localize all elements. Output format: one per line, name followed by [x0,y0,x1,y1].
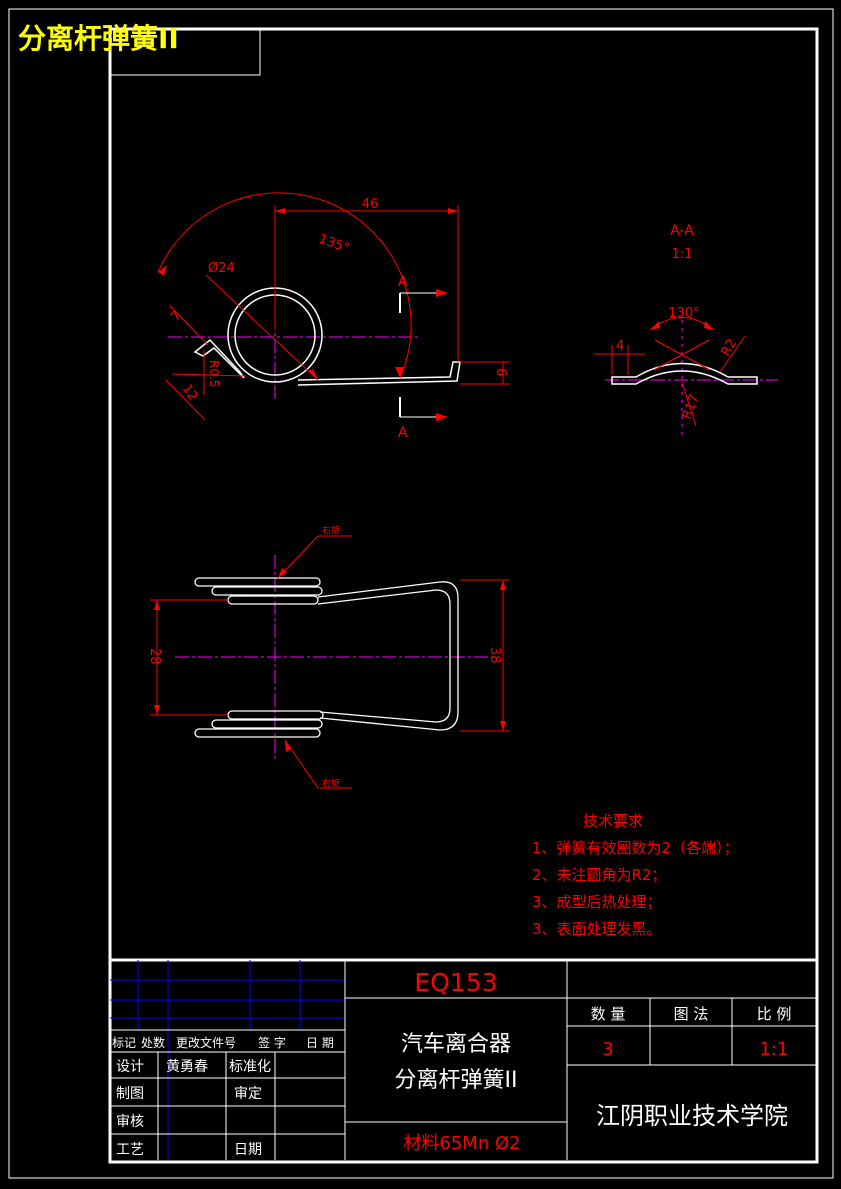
dim-28: 28 [147,648,162,665]
section-angle: 130° [668,306,699,321]
label-process: 工艺 [116,1142,144,1158]
section-mark-bottom: A [398,425,408,441]
sheet-title: 分离杆弹簧II [18,22,179,55]
dim-diameter: Ø24 [208,261,235,276]
dim-38: 38 [487,647,502,664]
dim-7: 7 [168,308,184,324]
dim-4: 4 [616,339,624,354]
label-design: 设计 [116,1059,144,1075]
outer-border [8,8,834,1179]
label-standard: 标准化 [229,1059,271,1075]
spring-leg [193,338,245,379]
scale-value: 1:1 [760,1039,789,1060]
leader-diameter [205,274,319,381]
front-view: 46 135° Ø24 7 R0.5 12 6 A A [157,192,510,441]
section-mark-top: A [398,274,408,290]
coil-top-2 [211,586,323,596]
tech-item-3: 3、成型后热处理； [532,893,662,911]
tech-heading: 技术要求 [583,812,643,830]
section-scale: 1:1 [672,247,693,262]
drawing-frame [108,27,819,1164]
tech-requirements: 技术要求 1、弹簧有效圈数为2（各端）； 2、未注圆角为R2； 3、成型后热处理… [532,812,739,938]
section-view: A-A 1:1 130° 4 R2 R17 [594,223,778,435]
dim-r2: R2 [718,337,740,359]
section-title: A-A [670,223,694,239]
top-view: 28 38 右旋 右旋 [147,524,510,789]
dim-6: 6 [493,368,508,376]
section-profile [611,362,758,385]
part-name-line2: 分离杆弹簧II [395,1068,518,1093]
rev-hdr-doc: 更改文件号 [176,1035,236,1050]
winding-label-bottom: 右旋 [322,777,340,789]
quantity-value: 3 [602,1039,613,1060]
coil-top-1 [194,577,321,587]
tech-item-1: 1、弹簧有效圈数为2（各端）； [532,839,739,857]
coil-bot-3 [194,728,321,738]
dim-angle: 135° [317,232,352,257]
tech-item-4: 3、表面处理发黑。 [532,920,662,938]
hdr-scale: 比 例 [757,1005,792,1023]
spring-arm [297,361,461,386]
winding-label-top: 右旋 [322,524,340,536]
corner-box [110,29,261,76]
designer-name: 黄勇春 [166,1058,208,1075]
rev-hdr-sign: 签 字 [258,1035,286,1050]
label-draw: 制图 [116,1086,144,1102]
school-name: 江阴职业技术学院 [596,1102,788,1130]
angle-arc-135 [157,192,412,379]
u-loop-inner [317,589,451,723]
rev-hdr-mark: 标记 [112,1036,136,1050]
label-approve: 审定 [234,1086,262,1102]
tech-item-2: 2、未注圆角为R2； [532,866,667,884]
material-spec: 材料65Mn Ø2 [403,1133,520,1154]
coil-bot-2 [211,719,323,729]
hdr-quantity: 数 量 [591,1005,626,1023]
part-name-line1: 汽车离合器 [401,1032,511,1057]
dim-radius: R0.5 [207,360,221,387]
drawing-number: EQ153 [414,968,497,997]
rev-hdr-date: 日 期 [306,1036,334,1050]
title-block: 标记 处数 更改文件号 签 字 日 期 设计 黄勇春 标准化 制图 审定 审核 … [110,958,817,1160]
hdr-method: 图 法 [674,1005,709,1023]
label-date: 日期 [234,1142,262,1158]
u-loop-outer [317,581,459,731]
dim-r17: R17 [680,392,703,421]
rev-hdr-count: 处数 [141,1035,165,1050]
coil-top-3 [227,595,319,605]
dim-12: 12 [179,382,201,404]
dim-width: 46 [362,197,379,212]
label-check: 审核 [116,1114,144,1130]
